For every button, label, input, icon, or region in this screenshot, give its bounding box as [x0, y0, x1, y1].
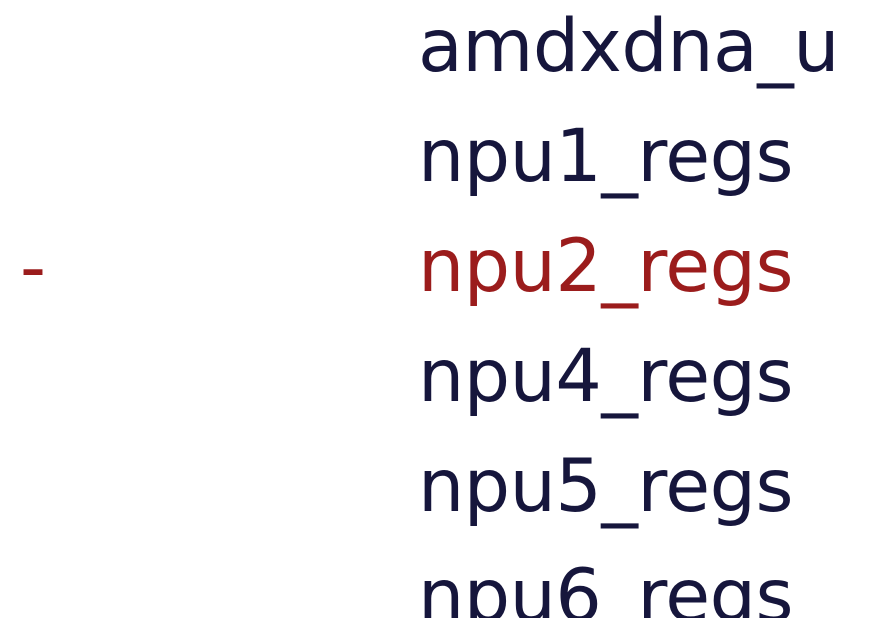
diff-line[interactable]: npu5_regs	[0, 432, 870, 542]
diff-line-text: npu5_regs	[418, 444, 794, 529]
diff-line-removed[interactable]: - npu2_regs	[0, 212, 870, 322]
diff-line-text: npu2_regs	[418, 224, 794, 309]
diff-line[interactable]: npu1_regs	[0, 102, 870, 212]
diff-gutter-marker	[20, 432, 90, 542]
diff-gutter-marker-removed: -	[20, 225, 46, 309]
diff-gutter-marker	[20, 542, 90, 618]
diff-gutter-marker	[20, 102, 90, 212]
diff-gutter-marker	[20, 322, 90, 432]
diff-line-text: npu6_regs	[418, 554, 794, 618]
diff-line[interactable]: amdxdna_u	[0, 0, 870, 102]
diff-line-text: npu4_regs	[418, 334, 794, 419]
diff-line[interactable]: npu4_regs	[0, 322, 870, 432]
diff-line-text: npu1_regs	[418, 114, 794, 199]
diff-line-text: amdxdna_u	[418, 4, 840, 89]
diff-gutter-marker	[20, 0, 90, 102]
diff-line[interactable]: npu6_regs	[0, 542, 870, 618]
